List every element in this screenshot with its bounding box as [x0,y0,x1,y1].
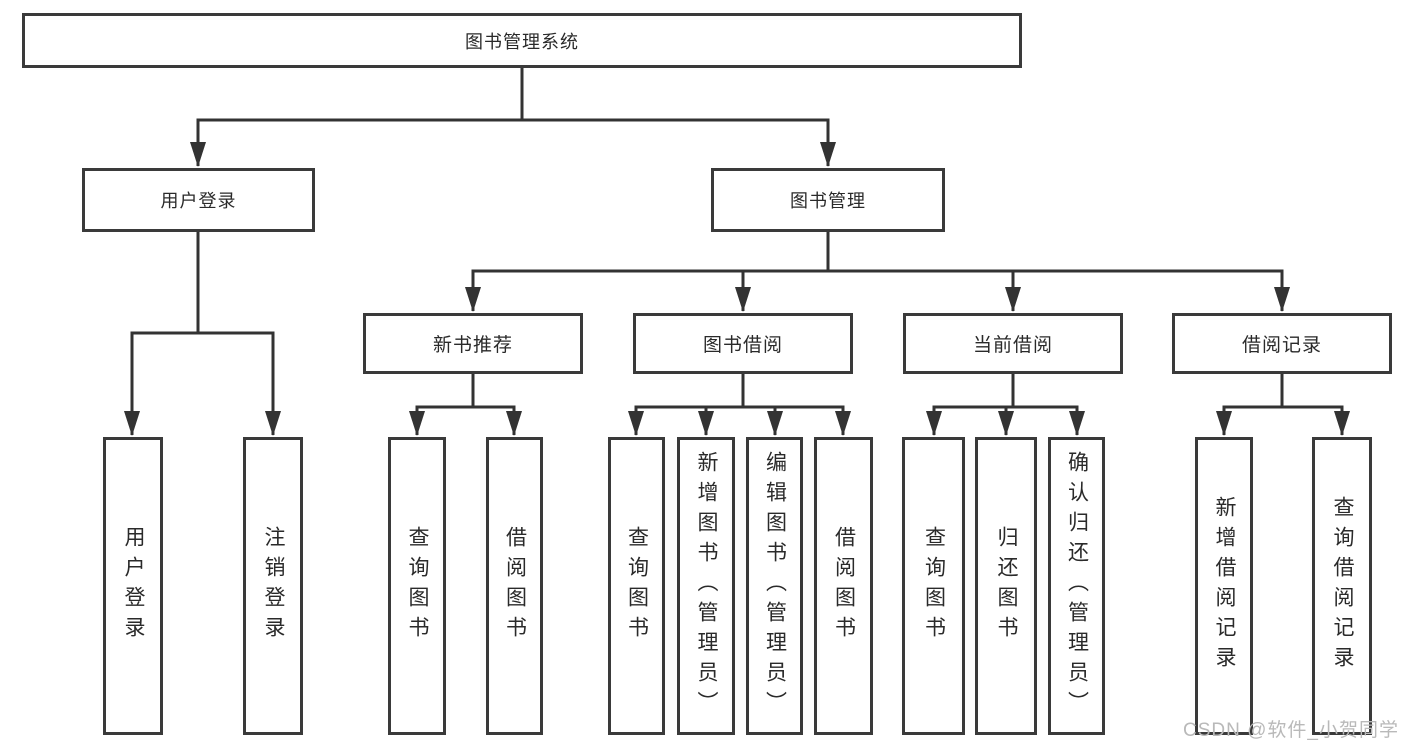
leaf-add-books-admin: 新增图书（管理员） [677,437,735,735]
leaf-query-books-current: 查询图书 [902,437,965,735]
leaf-borrow-books-recommend: 借阅图书 [486,437,543,735]
leaf-query-books-recommend: 查询图书 [388,437,446,735]
node-borrowing-records: 借阅记录 [1172,313,1392,374]
node-library-management-system: 图书管理系统 [22,13,1022,68]
leaf-confirm-return-admin: 确认归还（管理员） [1048,437,1105,735]
leaf-user-login: 用户登录 [103,437,163,735]
node-user-login: 用户登录 [82,168,315,232]
leaf-query-borrow-record: 查询借阅记录 [1312,437,1372,735]
node-current-borrowing: 当前借阅 [903,313,1123,374]
node-book-management: 图书管理 [711,168,945,232]
node-book-borrowing: 图书借阅 [633,313,853,374]
leaf-logout: 注销登录 [243,437,303,735]
leaf-borrow-books: 借阅图书 [814,437,873,735]
node-new-book-recommend: 新书推荐 [363,313,583,374]
leaf-query-books-borrow: 查询图书 [608,437,665,735]
csdn-watermark: CSDN @软件_小贺同学 [1183,720,1399,741]
leaf-add-borrow-record: 新增借阅记录 [1195,437,1253,735]
leaf-edit-books-admin: 编辑图书（管理员） [746,437,803,735]
leaf-return-books: 归还图书 [975,437,1037,735]
